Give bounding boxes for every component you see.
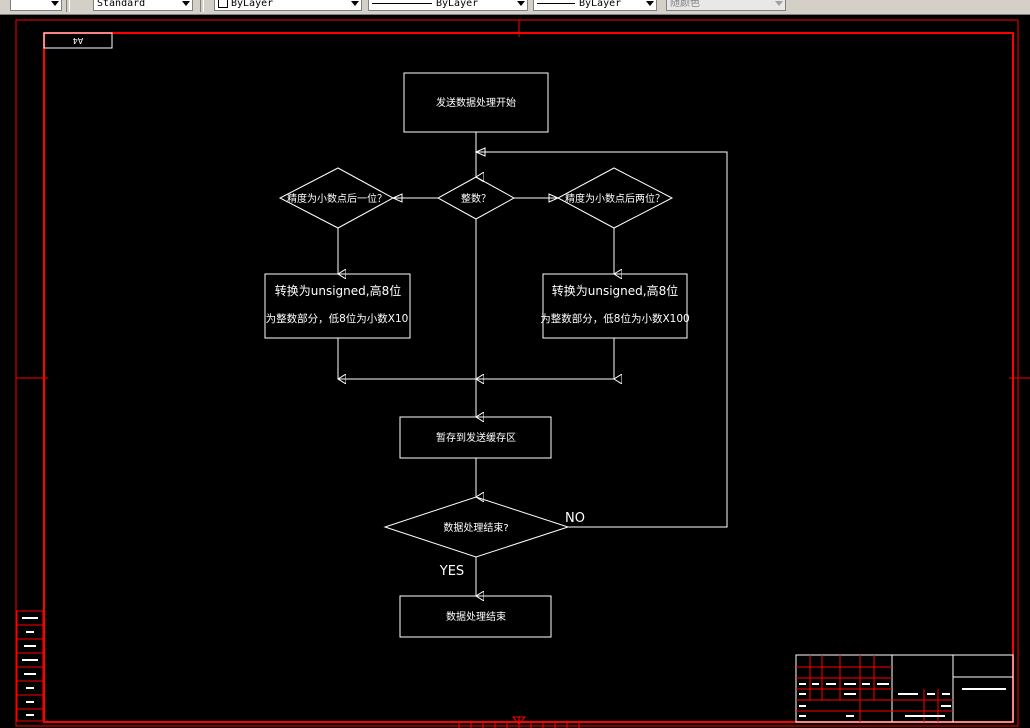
buffer-label: 暂存到发送缓存区 [436,431,516,444]
toolbar-separator [66,0,70,12]
end-label: 数据处理结束 [446,610,506,623]
outer-frame [15,19,1019,727]
title-block [795,654,1014,723]
sheet-label-box: A4 [43,32,113,49]
left-convert-line1: 转换为unsigned,高8位 [275,283,401,298]
left-convert-line2: 为整数部分，低8位为小数X10 [266,312,409,325]
arrow-loop-back [474,147,486,157]
drawing-canvas[interactable]: A4 [0,14,1030,728]
chevron-down-icon [351,1,359,6]
two-decimal-label: 精度为小数点后两位？ [565,192,665,205]
properties-toolbar: Standard ByLayer ByLayer ByLayer 随颜色 [0,0,1030,15]
linetype-preview-icon [372,2,432,4]
end-box[interactable] [399,595,552,638]
linetype-control-value: ByLayer [436,0,479,9]
chevron-down-icon [51,1,59,6]
plot-style-value: 随颜色 [670,0,700,9]
plot-style-select[interactable]: 随颜色 [666,0,786,11]
right-convert-line1: 转换为unsigned,高8位 [552,283,678,298]
inner-frame [43,32,1014,723]
linetype-control-select[interactable]: ByLayer [368,0,528,11]
right-convert-line2: 为整数部分，低8位为小数X100 [540,312,689,325]
center-triangle-bottom [511,716,527,725]
bottom-ticks [458,722,580,728]
text-style-dropdown[interactable] [10,0,62,11]
right-convert-box[interactable] [542,273,688,339]
arrow-right-decision [548,193,560,203]
lineweight-control-select[interactable]: ByLayer [533,0,657,11]
no-label: NO [565,511,585,526]
yes-label: YES [439,564,464,579]
no-loop-connector [476,151,728,528]
start-label: 发送数据处理开始 [436,96,516,109]
chevron-down-icon [517,1,525,6]
flowchart-labels: 发送数据处理开始 整数？ 精度为小数点后一位？ 精度为小数点后两位？ 转换为un… [266,96,690,623]
text-style-value: Standard [97,0,146,9]
sheet-label: A4 [73,36,84,45]
lineweight-control-value: ByLayer [579,0,622,9]
arrow-left-decision [391,193,403,203]
chevron-down-icon [646,1,654,6]
chevron-down-icon [182,1,190,6]
color-control-select[interactable]: ByLayer [214,0,362,11]
chevron-down-icon [775,1,783,6]
toolbar-separator [200,0,204,12]
drawing-frame [15,19,1030,728]
flowchart [264,72,728,638]
text-style-select[interactable]: Standard [93,0,193,11]
binding-strip [16,610,44,722]
color-control-value: ByLayer [231,0,274,9]
one-decimal-label: 精度为小数点后一位？ [287,192,387,205]
color-swatch-icon [218,0,228,8]
lineweight-preview-icon [537,2,575,4]
end-decision-label: 数据处理结束? [443,521,508,534]
integer-decision-label: 整数？ [461,192,491,205]
